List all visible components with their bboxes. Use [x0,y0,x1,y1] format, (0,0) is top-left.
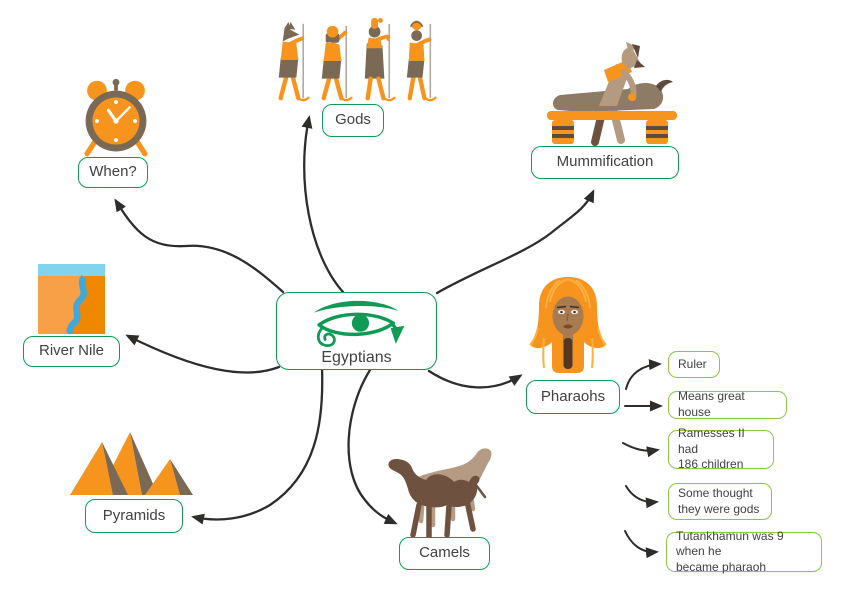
camel-front [388,459,487,539]
fact-ramesses-children[interactable]: Ramesses II had 186 children [668,426,774,471]
connector-egyptians-mummification [435,189,595,295]
fact-thought-gods[interactable]: Some thought they were gods [668,483,772,520]
node-camels[interactable]: Camels [399,537,490,570]
fact-line: Means great house [678,389,745,419]
fact-line: 186 children [678,457,744,472]
pharaoh-mask-icon [529,277,607,373]
fact-line: Ruler [678,356,707,371]
pyramids-icon [70,432,193,495]
connector-pharaohs-gods-fact [625,485,659,509]
node-label: Pharaohs [540,387,606,405]
node-label: Gods [335,111,371,129]
fact-line: Some thought [678,485,753,500]
connector-egyptians-camels [347,368,398,525]
node-label: When? [89,163,137,181]
center-node-label: Egyptians [321,349,392,366]
node-mummification[interactable]: Mummification [531,146,679,179]
connector-egyptians-river-nile [125,334,281,374]
camels-icon [388,448,492,539]
god-with-sun-disk [406,20,438,102]
node-when[interactable]: When? [78,157,148,188]
mummification-icon [547,42,677,146]
fact-tutankhamun[interactable]: Tutankhamun was 9 when he became pharaoh [666,528,822,574]
node-label: River Nile [38,342,104,360]
connector-egyptians-gods [301,115,345,294]
alarm-clock-icon [84,78,148,157]
river-nile-icon [38,264,105,334]
node-gods[interactable]: Gods [322,104,384,137]
fact-means-great-house[interactable]: Means great house [668,389,787,419]
node-label: Mummification [556,153,654,171]
god-anubis [278,21,310,102]
connector-egyptians-pyramids [191,366,324,525]
node-label: Pyramids [102,506,166,524]
node-egyptians[interactable]: Egyptians [276,292,437,370]
node-pyramids[interactable]: Pyramids [85,499,183,533]
eye-of-horus-icon [313,300,404,347]
egyptian-gods-icon [278,18,438,102]
fact-line: they were gods [678,501,760,516]
fact-line: became pharaoh [676,559,767,574]
connector-egyptians-pharaohs [427,369,523,389]
connector-pharaohs-ramesses [622,442,660,458]
god-with-crown [364,18,396,102]
table-leg-left [552,120,574,144]
fact-line: Ramesses II had [678,426,745,456]
fact-line: Tutankhamun was 9 when he [676,528,784,559]
god-with-wig [321,25,353,102]
node-pharaohs[interactable]: Pharaohs [526,380,620,414]
table-leg-right [646,120,668,144]
connector-egyptians-when [114,198,285,294]
fact-ruler[interactable]: Ruler [668,351,720,378]
node-label: Camels [419,544,470,562]
connector-pharaohs-ruler [625,359,662,390]
node-river-nile[interactable]: River Nile [23,336,120,367]
nemes-stripes [529,278,607,369]
connector-pharaohs-tutankhamun [624,530,659,559]
